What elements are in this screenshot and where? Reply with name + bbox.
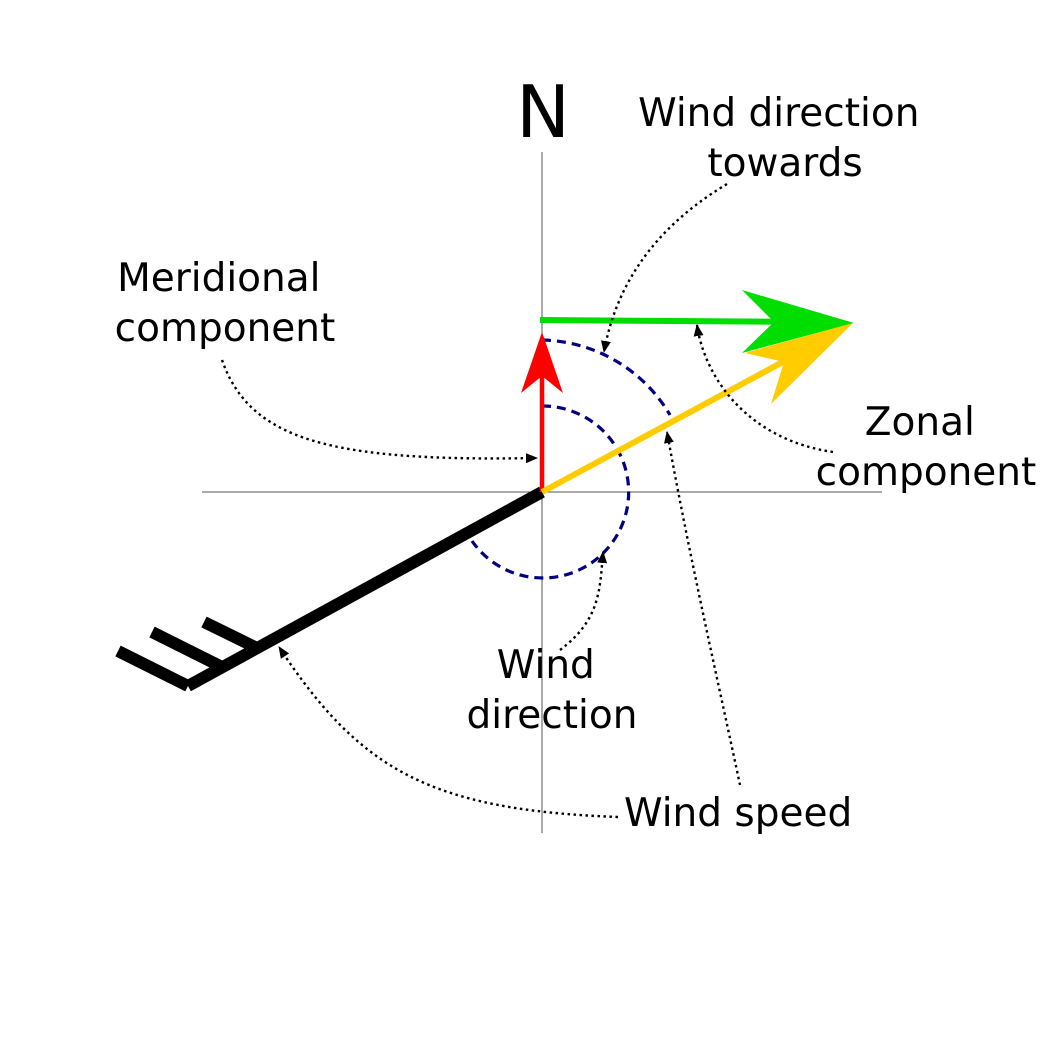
- label-meridional-component-line1: Meridional: [117, 256, 320, 301]
- leader-wind-direction-towards: [601, 182, 728, 353]
- label-wind-direction-line2: direction: [467, 693, 638, 738]
- label-wind-direction-towards-line2: towards: [707, 141, 862, 186]
- wind-direction-towards-arc: [541, 338, 672, 416]
- meridional-arrowhead-icon: [521, 332, 563, 393]
- wind-barb-feather-middle: [149, 626, 225, 673]
- label-wind-direction-line1: Wind: [497, 643, 595, 688]
- zonal-arrowhead-icon: [742, 290, 854, 353]
- label-zonal-component-line2: component: [816, 450, 1037, 495]
- label-wind-direction-towards-line1: Wind direction: [638, 91, 919, 136]
- wind-barb-feather-long: [115, 645, 191, 692]
- wind-barb-icon: [115, 486, 545, 692]
- meridional-component-arrow: [521, 332, 563, 492]
- leader-wind-speed-to-vector: [664, 431, 742, 786]
- leader-wind-direction: [559, 551, 608, 651]
- leader-wind-speed-to-barb: [277, 646, 619, 819]
- leader-meridional-component: [220, 359, 538, 464]
- wind-barb-feather-short: [201, 616, 260, 654]
- leader-zonal-component: [693, 324, 834, 454]
- label-wind-direction: Wind direction: [467, 643, 638, 738]
- label-zonal-component-line1: Zonal: [865, 400, 975, 445]
- wind-vector-arrow: [540, 323, 853, 495]
- north-label: N: [516, 70, 570, 154]
- wind-direction-arc: [470, 404, 631, 580]
- label-wind-speed: Wind speed: [624, 791, 852, 836]
- label-wind-direction-towards: Wind direction towards: [638, 91, 932, 186]
- zonal-component-arrow: [539, 290, 854, 353]
- label-zonal-component: Zonal component: [816, 400, 1037, 495]
- wind-vector-arrowhead-icon: [745, 323, 853, 404]
- label-meridional-component: Meridional component: [115, 256, 336, 351]
- label-meridional-component-line2: component: [115, 306, 336, 351]
- wind-barb-shaft: [185, 486, 545, 692]
